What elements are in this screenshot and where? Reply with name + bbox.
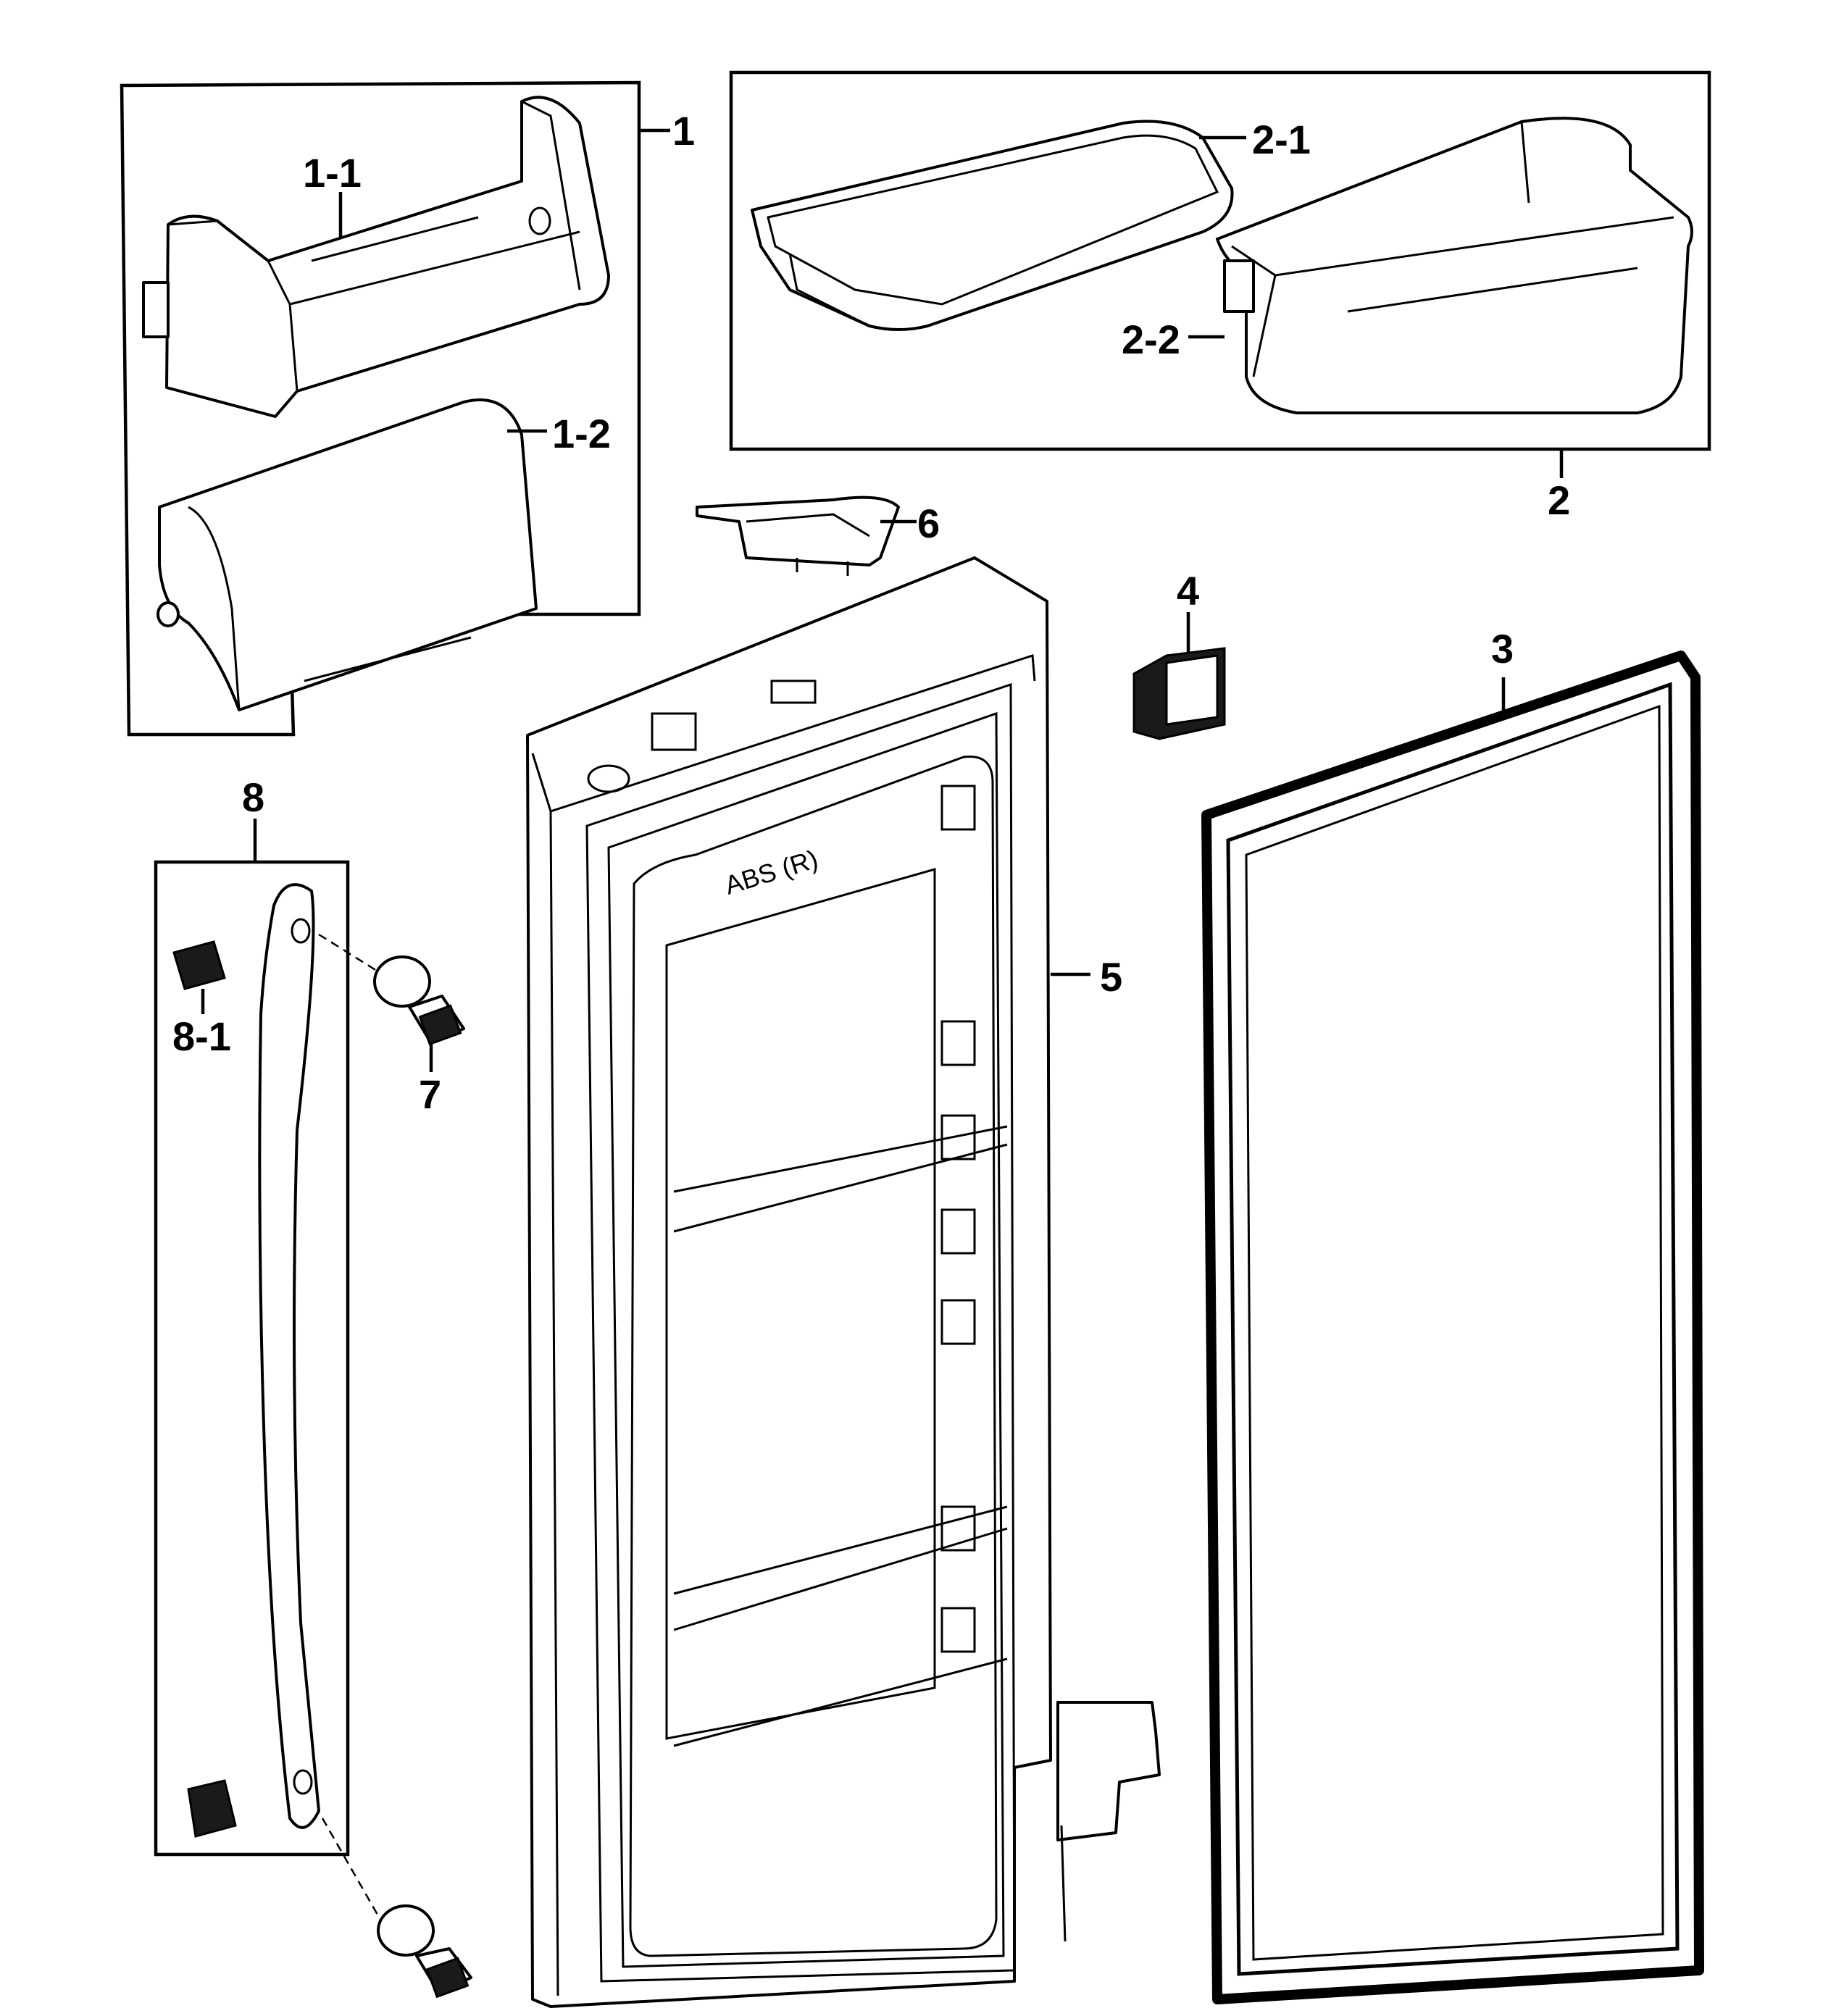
part-4-block: 4 [1132, 568, 1226, 740]
part-6-bracket: 6 [696, 495, 940, 576]
group-1-bin-assembly: 1 1-1 1-2 [120, 80, 695, 737]
label-7: 7 [419, 1071, 441, 1117]
label-2-1: 2-1 [1252, 117, 1311, 162]
group-8-handle-assembly: 8 8-1 [154, 774, 350, 1857]
group-2-frame [729, 70, 1711, 451]
label-4: 4 [1177, 568, 1199, 614]
part-8-1-screw-top [172, 940, 226, 990]
label-6: 6 [917, 501, 940, 546]
label-1-1: 1-1 [303, 150, 362, 196]
part-7-mount: 7 [318, 933, 465, 1117]
label-1: 1 [672, 108, 695, 154]
group-2-bin-assembly: 2-1 2-2 2 [729, 70, 1711, 523]
part-3-gasket: 3 [1201, 626, 1704, 2004]
label-8: 8 [242, 774, 264, 820]
part-8-handle [258, 883, 320, 1829]
part-7-mount-bottom [321, 1818, 472, 1999]
label-8-1: 8-1 [172, 1013, 231, 1059]
label-3: 3 [1491, 626, 1514, 672]
part-2-2-bin [1216, 117, 1693, 414]
group-8-frame [154, 860, 350, 1857]
part-1-2-cover [157, 398, 538, 711]
part-1-1-bin [142, 96, 610, 418]
part-8-1-screw-bottom [187, 1779, 237, 1838]
label-2-2: 2-2 [1122, 317, 1180, 362]
part-5-door-liner: ABS (R) 5 [526, 556, 1161, 2008]
label-2: 2 [1548, 477, 1570, 523]
label-1-2: 1-2 [552, 411, 611, 456]
label-5: 5 [1100, 954, 1122, 1000]
liner-clips [940, 785, 976, 1653]
part-2-1-bin-frame [751, 120, 1234, 331]
